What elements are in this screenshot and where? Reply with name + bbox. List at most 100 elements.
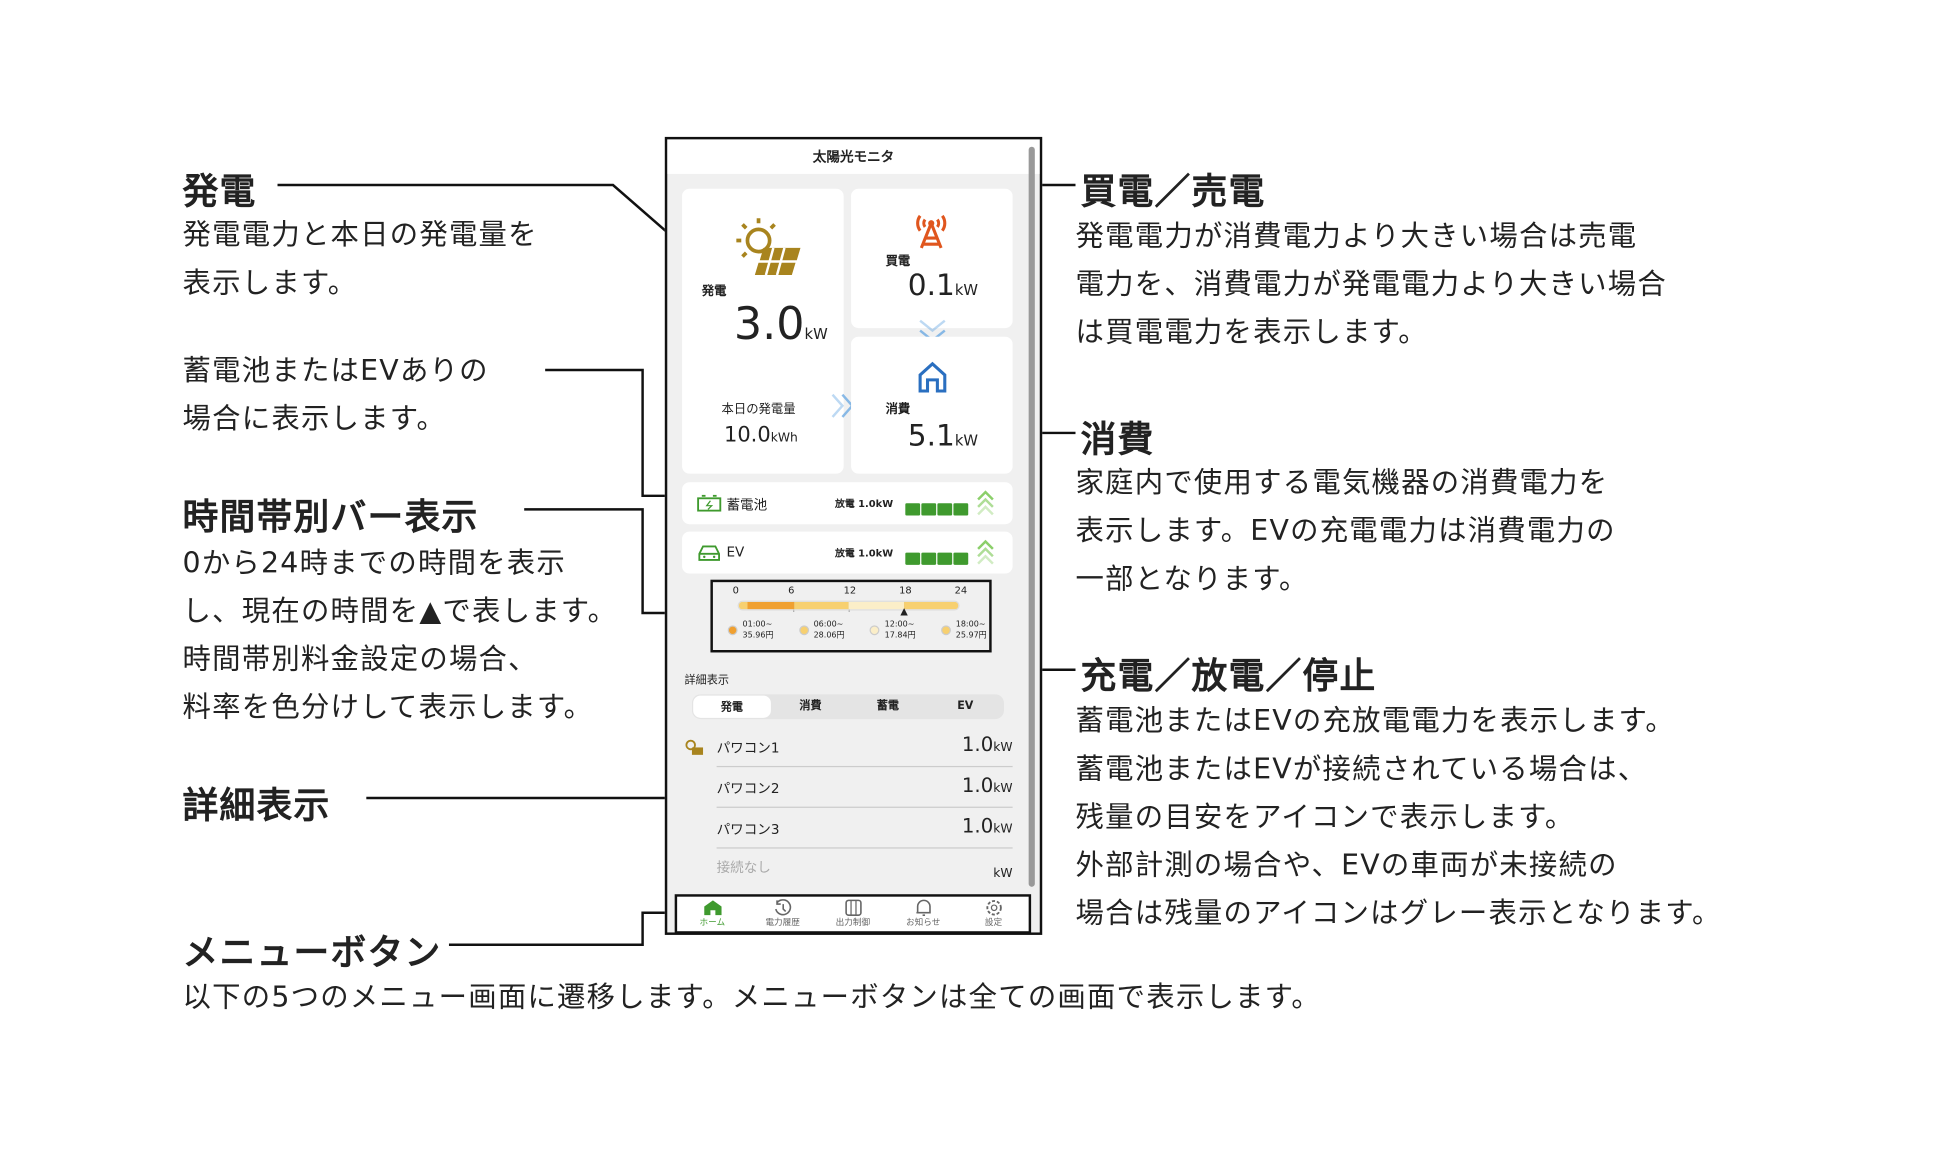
consumption-text: 家庭内で使用する電気機器の消費電力を	[1075, 467, 1609, 500]
ev-level	[905, 546, 969, 569]
generation-unit: kW	[804, 325, 828, 343]
history-icon	[774, 899, 791, 916]
time-bar-track	[737, 600, 960, 611]
detail-row-name: パワコン1	[716, 740, 780, 757]
rate-time: 01:00~	[742, 619, 773, 630]
time-bar-text: 料率を色分けして表示します。	[182, 691, 594, 725]
solar-panel-icon	[685, 739, 704, 755]
gear-icon	[985, 900, 1002, 916]
time-bar-text: 時間帯別料金設定の場合、	[182, 643, 538, 676]
car-icon	[698, 545, 720, 561]
detail-row: パワコン1 1.0kW	[716, 726, 1013, 768]
buy-sell-heading: 買電／売電	[1075, 162, 1273, 215]
buy-sell-text: は買電電力を表示します。	[1075, 316, 1428, 350]
bell-icon	[915, 899, 931, 916]
nav-notifications[interactable]: お知らせ	[888, 897, 958, 932]
nav-history[interactable]: 電力履歴	[747, 897, 817, 932]
grid-tower-icon	[916, 214, 947, 249]
nav-home[interactable]: ホーム	[677, 897, 747, 932]
ev-row[interactable]: EV 放電 1.0kW	[682, 531, 1013, 574]
rate-time: 18:00~	[955, 619, 986, 630]
rate-color-dot	[940, 625, 951, 636]
grid-value: 0.1	[907, 267, 955, 303]
rate-legend-item: 06:00~28.06円	[798, 619, 845, 641]
rate-price: 17.84円	[884, 630, 916, 641]
detail-tabs: 発電 消費 蓄電 EV	[691, 694, 1004, 720]
tab-ev[interactable]: EV	[957, 700, 974, 713]
tab-consumption[interactable]: 消費	[799, 700, 822, 713]
rate-legend-item: 18:00~25.97円	[940, 619, 987, 641]
time-tick: 6	[788, 584, 795, 596]
time-bar-text: 0から24時までの時間を表示	[182, 547, 567, 580]
generation-value: 3.0	[733, 299, 805, 351]
generation-text: 表示します。	[182, 267, 358, 300]
rate-legend-item: 01:00~35.96円	[727, 619, 774, 641]
app-title: 太陽光モニタ	[667, 139, 1040, 174]
detail-row-unit: kW	[993, 741, 1013, 755]
tab-generation[interactable]: 発電	[693, 695, 771, 718]
scrollbar[interactable]	[1028, 146, 1035, 887]
rate-time: 12:00~	[884, 619, 915, 630]
battery-row[interactable]: 蓄電池 放電 1.0kW	[682, 482, 1013, 525]
detail-row-unit: kW	[993, 781, 1013, 796]
storage-note-text: 蓄電池またはEVありの	[182, 355, 489, 388]
charge-text: 外部計測の場合や、EVの車両が未接続の	[1075, 849, 1618, 882]
today-generation-unit: kWh	[770, 431, 798, 446]
detail-row-value: 1.0	[961, 732, 994, 757]
grid-label: 買電	[885, 255, 911, 269]
today-generation-value: 10.0	[724, 423, 771, 448]
detail-row-unit: kW	[993, 822, 1013, 837]
nav-settings[interactable]: 設定	[958, 897, 1028, 932]
rate-color-dot	[727, 625, 738, 636]
rate-price: 35.96円	[742, 630, 774, 641]
menu-text: 以下の5つのメニュー画面に遷移します。メニューボタンは全ての画面で表示します。	[182, 981, 1322, 1014]
time-bar-heading: 時間帯別バー表示	[182, 488, 486, 541]
time-tick: 12	[843, 584, 857, 596]
tab-storage[interactable]: 蓄電	[876, 700, 899, 713]
battery-label: 蓄電池	[726, 497, 768, 514]
discharge-arrow-icon	[977, 490, 994, 516]
nav-label: 設定	[984, 917, 1003, 928]
discharge-arrow-icon	[977, 539, 994, 565]
nav-label: 出力制御	[835, 917, 871, 928]
generation-card[interactable]: 発電 3.0kW 本日の発電量 10.0kWh	[682, 188, 844, 474]
today-generation-label: 本日の発電量	[721, 403, 796, 417]
battery-icon	[697, 494, 722, 512]
ev-status: 放電 1.0kW	[835, 547, 894, 559]
detail-row: パワコン3 1.0kW	[716, 808, 1013, 849]
nav-label: ホーム	[699, 917, 726, 928]
detail-row-unit: kW	[993, 867, 1013, 881]
consumption-card[interactable]: 消費 5.1kW	[851, 336, 1013, 474]
consumption-heading: 消費	[1075, 410, 1162, 463]
detail-label: 詳細表示	[684, 674, 729, 688]
house-icon	[918, 361, 947, 393]
battery-level	[905, 497, 969, 520]
grid-card[interactable]: 買電	[851, 188, 1013, 329]
detail-row-name: 接続なし	[716, 859, 771, 876]
output-control-icon	[844, 899, 862, 916]
rate-legend-item: 12:00~17.84円	[869, 619, 916, 641]
charge-text: 蓄電池またはEVの充放電電力を表示します。	[1075, 705, 1675, 738]
time-tick: 24	[954, 584, 968, 596]
detail-row-name: パワコン3	[716, 821, 780, 838]
detail-row-value: 1.0	[961, 773, 994, 797]
detail-row-name: パワコン2	[716, 780, 780, 797]
buy-sell-text: 発電電力が消費電力より大きい場合は売電	[1075, 220, 1638, 253]
charge-heading: 充電／放電／停止	[1075, 647, 1384, 700]
grid-unit: kW	[954, 281, 979, 299]
rate-text: 18:00~25.97円	[956, 619, 987, 641]
phone-screen: 太陽光モニタ 発電 3.0kW 本日の発電量 10.0kWh 買電 0.1kW …	[664, 136, 1043, 935]
detail-heading: 詳細表示	[182, 777, 338, 829]
consumption-label: 消費	[885, 403, 911, 417]
nav-output-control[interactable]: 出力制御	[818, 897, 888, 932]
storage-note-text: 場合に表示します。	[182, 403, 447, 436]
charge-text: 場合は残量のアイコンはグレー表示となります。	[1075, 897, 1722, 930]
rate-price: 28.06円	[813, 630, 845, 641]
nav-label: 電力履歴	[765, 917, 800, 928]
detail-row-value: 1.0	[961, 814, 994, 838]
rate-time: 06:00~	[813, 619, 844, 630]
nav-label: お知らせ	[906, 917, 941, 928]
battery-status: 放電 1.0kW	[835, 498, 894, 510]
time-bar-text: し、現在の時間を▲で表します。	[182, 595, 618, 628]
